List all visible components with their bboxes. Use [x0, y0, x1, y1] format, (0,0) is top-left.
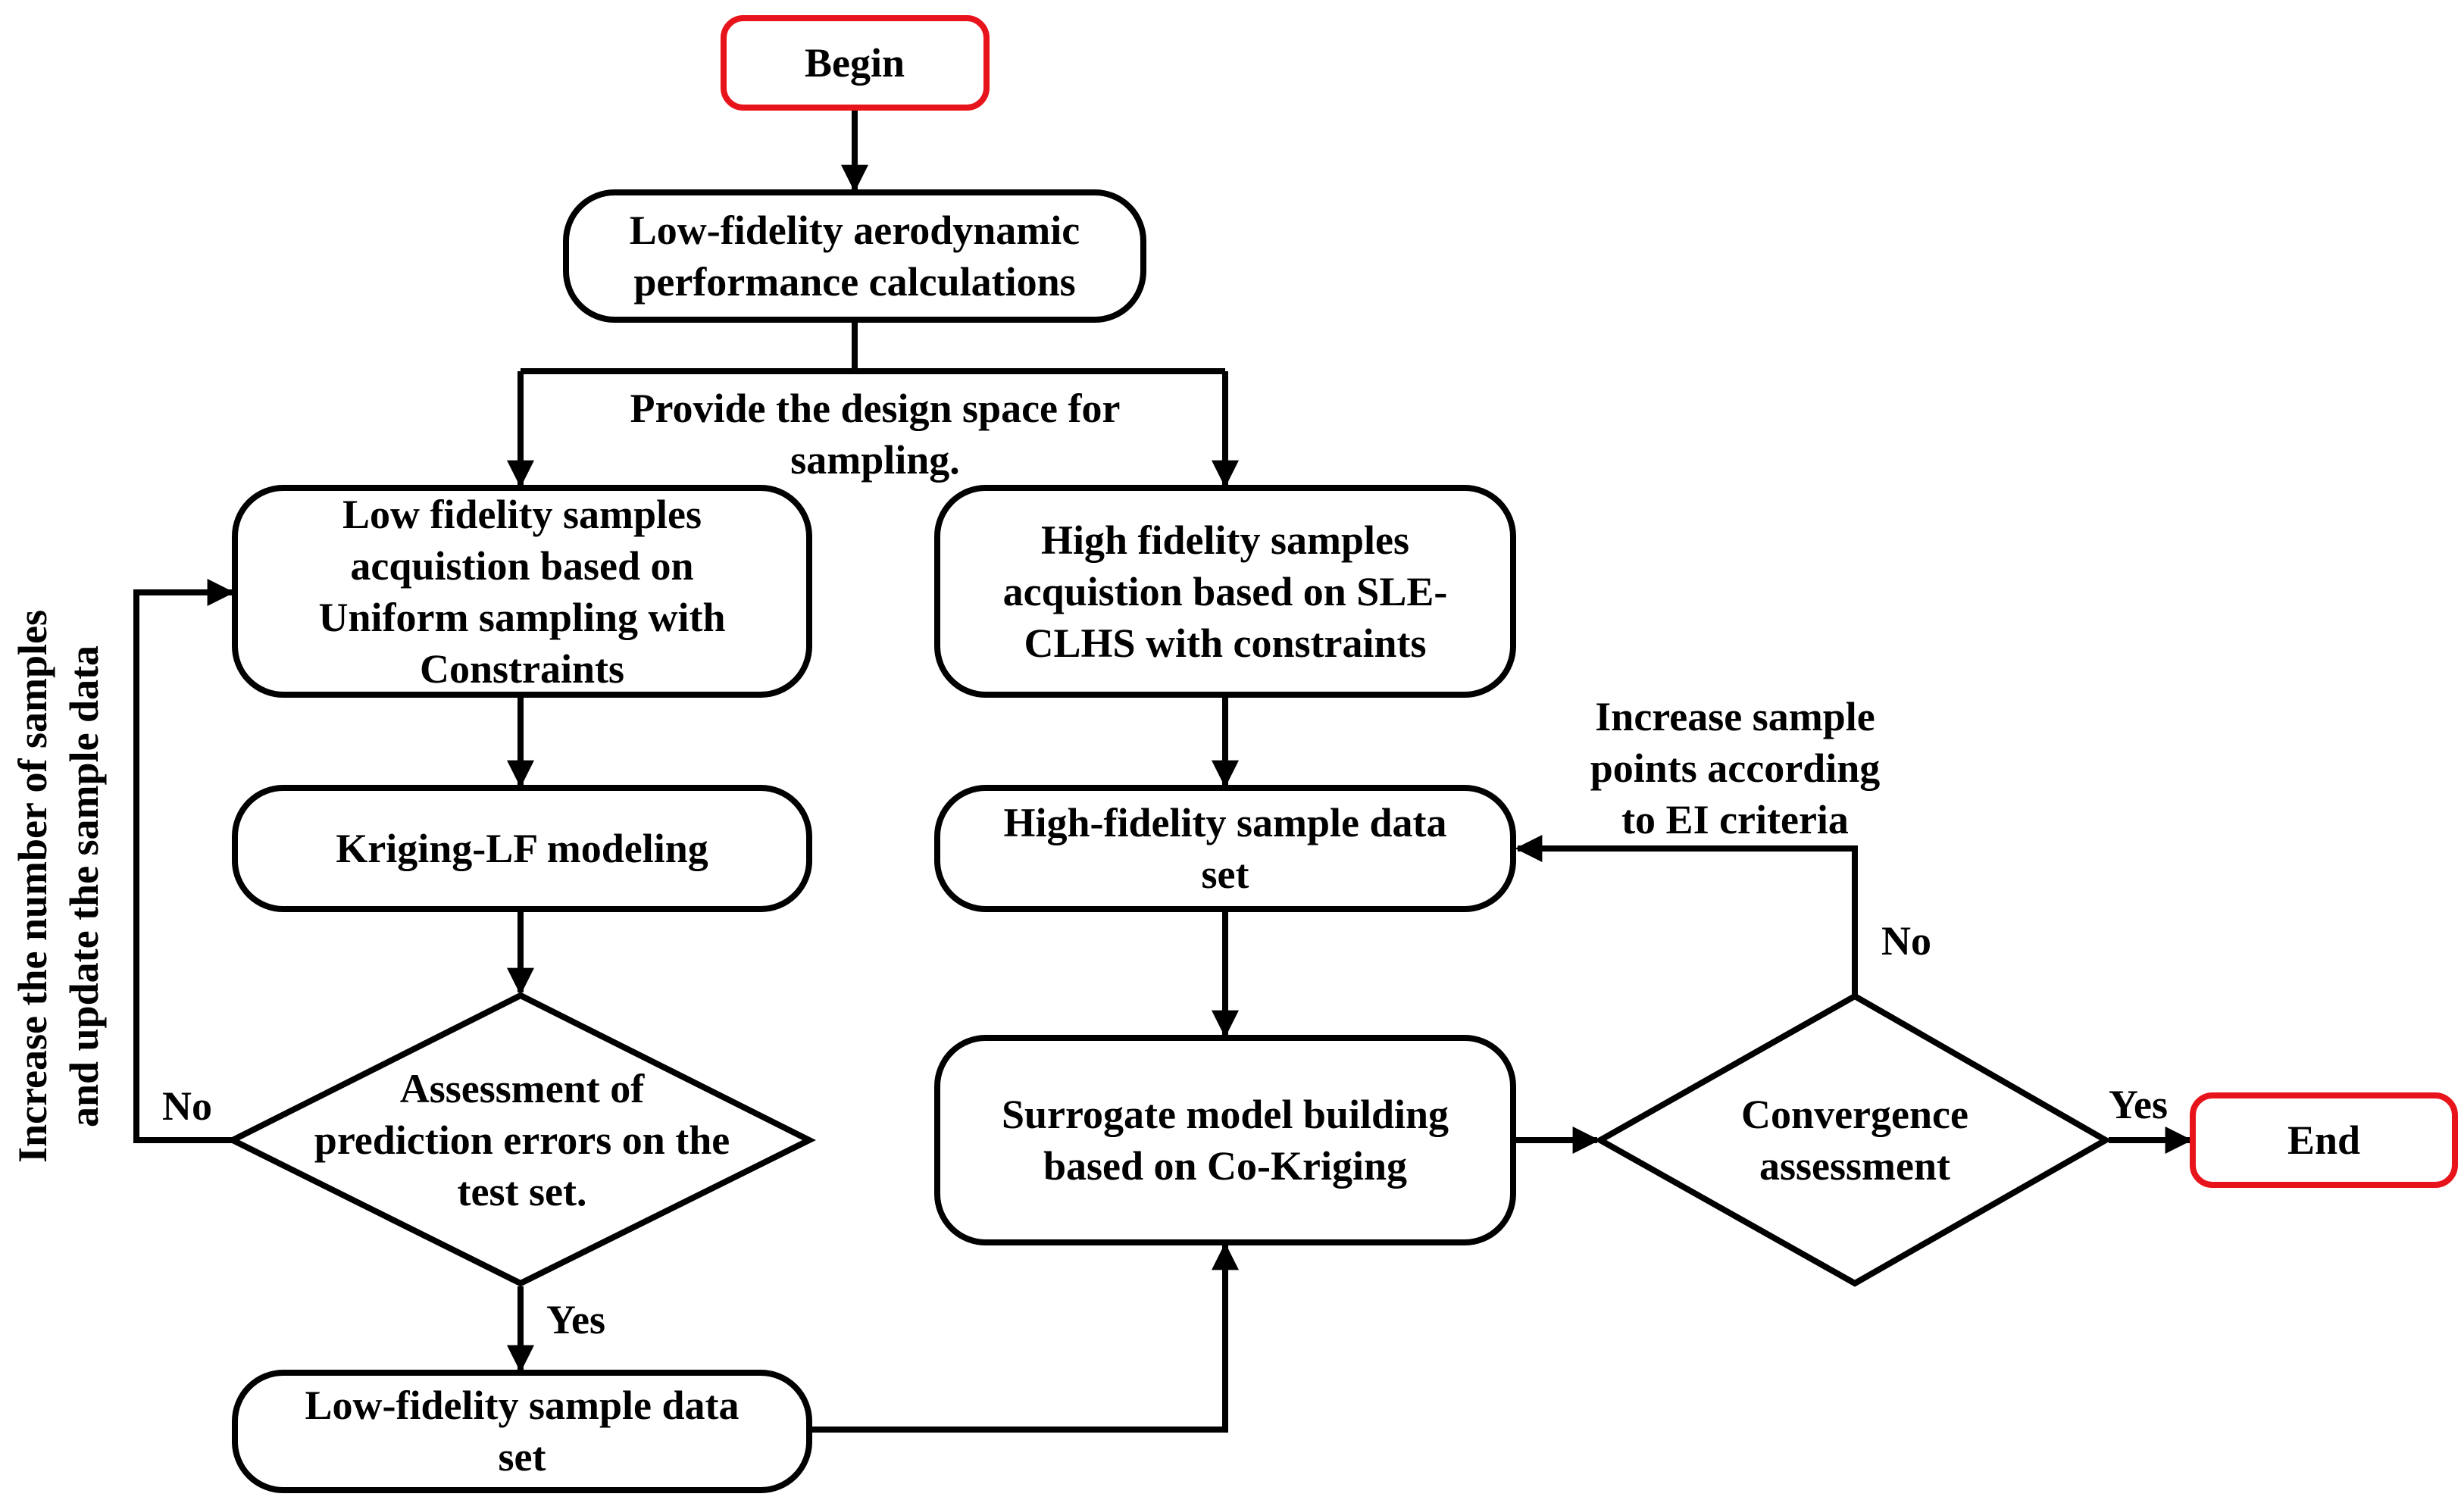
- label-no-right: No: [1881, 918, 1931, 964]
- node-hf-samples: High fidelity samples acquistion based on…: [934, 485, 1516, 698]
- node-lf-samples: Low fidelity samples acquistion based on U…: [232, 485, 812, 698]
- text-line: Constraints: [420, 646, 624, 692]
- node-hf-dataset-text: High-fidelity sample data set: [1003, 800, 1446, 897]
- text-line: based on Co-Kriging: [1043, 1143, 1407, 1189]
- node-hf-samples-text: High fidelity samples acquistion based on…: [1003, 517, 1448, 666]
- text-line: sampling.: [790, 437, 960, 483]
- node-assessment-text: Assessment of prediction errors on the tes…: [314, 1066, 730, 1214]
- text-line: Low-fidelity aerodynamic: [630, 208, 1080, 253]
- text-line: Increase sample: [1595, 694, 1875, 739]
- edge-lf-dataset-to-surrogate: [812, 1242, 1239, 1433]
- node-convergence-text: Convergence assessment: [1741, 1092, 1968, 1189]
- text-line: High-fidelity sample data: [1003, 800, 1446, 845]
- label-yes-down: Yes: [546, 1297, 605, 1342]
- node-assessment: Assessment of prediction errors on the tes…: [226, 992, 816, 1287]
- text-line: prediction errors on the: [314, 1117, 730, 1163]
- edge-assessment-no-loop: [133, 579, 235, 1143]
- text-line: set: [1202, 852, 1249, 897]
- node-lf-samples-text: Low fidelity samples acquistion based on U…: [318, 492, 725, 692]
- text-line: performance calculations: [633, 259, 1075, 305]
- node-surrogate-text: Surrogate model building based on Co-Krig…: [1002, 1092, 1449, 1189]
- node-begin: Begin: [721, 15, 990, 111]
- text-line: Kriging-LF modeling: [336, 826, 708, 871]
- text-line: Low fidelity samples: [342, 492, 702, 537]
- text-line: Increase the number of samples: [10, 610, 55, 1163]
- node-end: End: [2190, 1092, 2458, 1188]
- text-line: Provide the design space for: [630, 386, 1121, 431]
- node-convergence: Convergence assessment: [1593, 992, 2112, 1287]
- node-lf-dataset-text: Low-fidelity sample data set: [305, 1383, 740, 1480]
- node-kriging-lf-text: Kriging-LF modeling: [336, 826, 708, 871]
- text-line: test set.: [458, 1169, 587, 1214]
- text-line: End: [2287, 1117, 2360, 1163]
- text-line: Convergence: [1741, 1092, 1968, 1137]
- node-lf-dataset: Low-fidelity sample data set: [232, 1370, 812, 1493]
- label-yes-right: Yes: [2109, 1082, 2168, 1127]
- text-line: Surrogate model building: [1002, 1092, 1449, 1137]
- text-line: acquistion based on SLE-: [1003, 569, 1448, 614]
- node-lf-calc-text: Low-fidelity aerodynamic performance calc…: [630, 208, 1080, 305]
- text-line: Assessment of: [400, 1066, 645, 1111]
- label-design-space: Provide the design space for sampling.: [630, 386, 1121, 483]
- node-hf-dataset: High-fidelity sample data set: [934, 785, 1516, 912]
- node-kriging-lf: Kriging-LF modeling: [232, 785, 812, 912]
- text-line: Low-fidelity sample data: [305, 1383, 740, 1428]
- node-lf-calc: Low-fidelity aerodynamic performance calc…: [563, 189, 1146, 323]
- text-line: Uniform sampling with: [318, 595, 725, 640]
- label-no-left: No: [162, 1083, 212, 1129]
- text-line: set: [499, 1434, 546, 1480]
- text-line: Begin: [805, 40, 905, 86]
- text-line: assessment: [1759, 1143, 1950, 1189]
- connectors: [133, 109, 2193, 1433]
- text-line: points according: [1590, 745, 1881, 791]
- label-increase-points: Increase sample points according to EI cri…: [1590, 694, 1881, 842]
- node-begin-text: Begin: [805, 40, 905, 86]
- text-line: acquistion based on: [350, 543, 693, 589]
- text-line: CLHS with constraints: [1024, 620, 1426, 666]
- text-line: High fidelity samples: [1041, 517, 1409, 563]
- text-line: and update the sample data: [61, 645, 107, 1127]
- edge-convergence-no-loop: [1515, 835, 1858, 996]
- text-line: to EI criteria: [1621, 797, 1849, 842]
- node-surrogate: Surrogate model building based on Co-Krig…: [934, 1035, 1516, 1245]
- node-end-text: End: [2287, 1117, 2360, 1163]
